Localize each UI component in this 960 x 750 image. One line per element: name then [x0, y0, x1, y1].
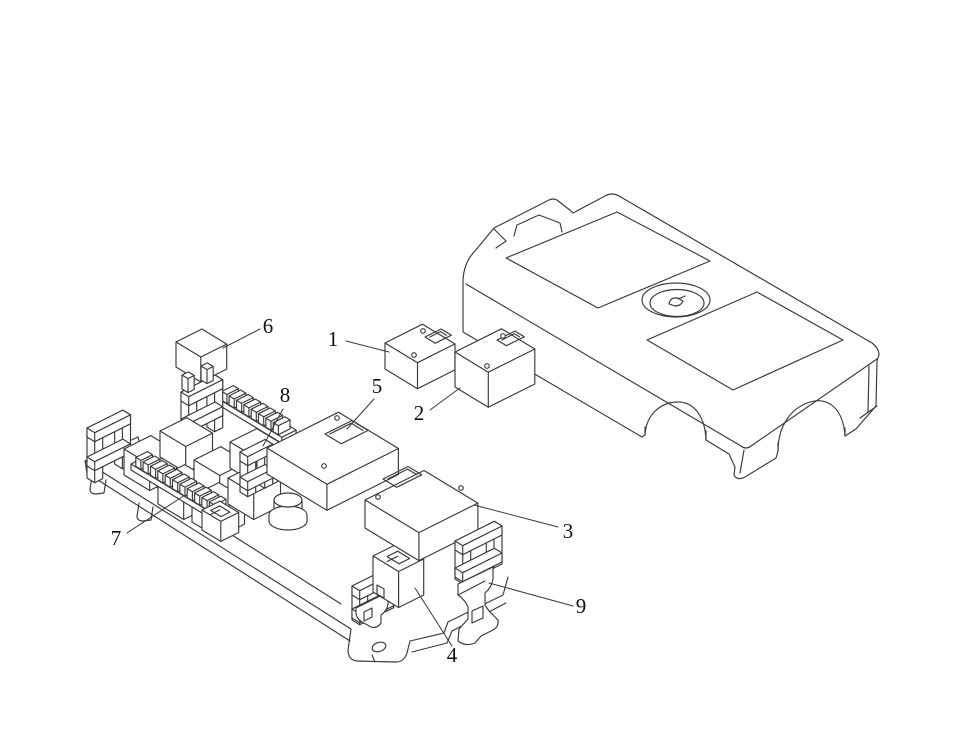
leader-line-9 — [488, 582, 574, 607]
cover-part — [462, 193, 880, 480]
leader-line-4 — [414, 587, 453, 647]
cylinder-post — [268, 492, 308, 531]
callout-3: 3 — [473, 504, 574, 543]
relay-socket-frame-2 — [239, 438, 274, 498]
leader-line-6 — [222, 328, 261, 349]
callout-7: 7 — [111, 494, 186, 550]
callout-5: 5 — [346, 374, 383, 430]
relay-2 — [454, 328, 536, 408]
part-label-7: 7 — [111, 526, 122, 550]
leader-line-2 — [429, 387, 461, 411]
part-label-3: 3 — [563, 519, 574, 543]
callout-1: 1 — [328, 327, 390, 353]
part-label-2: 2 — [414, 401, 425, 425]
module-3 — [364, 465, 479, 562]
leader-line-7 — [126, 494, 186, 534]
socket-small — [201, 500, 240, 542]
part-label-1: 1 — [328, 327, 339, 351]
relay-1 — [384, 323, 456, 390]
callout-2: 2 — [414, 387, 461, 425]
part-label-6: 6 — [263, 314, 274, 338]
part-label-5: 5 — [372, 374, 383, 398]
part-label-4: 4 — [447, 643, 458, 667]
callout-6: 6 — [222, 314, 274, 349]
leader-line-1 — [345, 340, 390, 353]
part-label-9: 9 — [576, 594, 587, 618]
relay-6 — [175, 328, 228, 394]
leader-line-8 — [262, 408, 284, 447]
leader-line-5 — [346, 398, 375, 430]
part-label-8: 8 — [280, 383, 291, 407]
fuse-strip-lower — [130, 451, 233, 524]
callout-8: 8 — [262, 383, 291, 447]
leader-line-3 — [473, 504, 559, 528]
module-5 — [266, 411, 399, 511]
callout-4: 4 — [414, 587, 458, 667]
connector-4 — [372, 542, 425, 609]
callouts: 1 2 3 4 5 6 7 8 9 — [111, 314, 587, 667]
callout-9: 9 — [488, 582, 587, 618]
bracket-right — [454, 520, 503, 646]
